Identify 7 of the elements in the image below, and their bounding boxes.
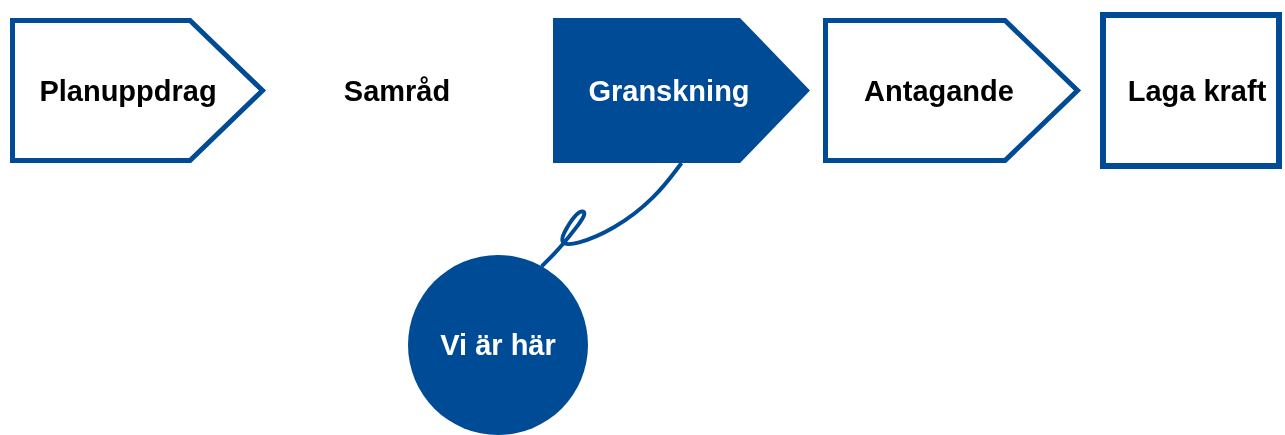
step-label: Samråd	[343, 74, 451, 107]
step-label: Vi är här	[440, 328, 556, 362]
step-label: Laga kraft	[1127, 74, 1267, 107]
loop-connector	[540, 161, 684, 268]
step-label: Granskning	[588, 74, 750, 107]
step-label: Antagande	[864, 74, 1014, 107]
step-label: Planuppdrag	[39, 74, 217, 107]
